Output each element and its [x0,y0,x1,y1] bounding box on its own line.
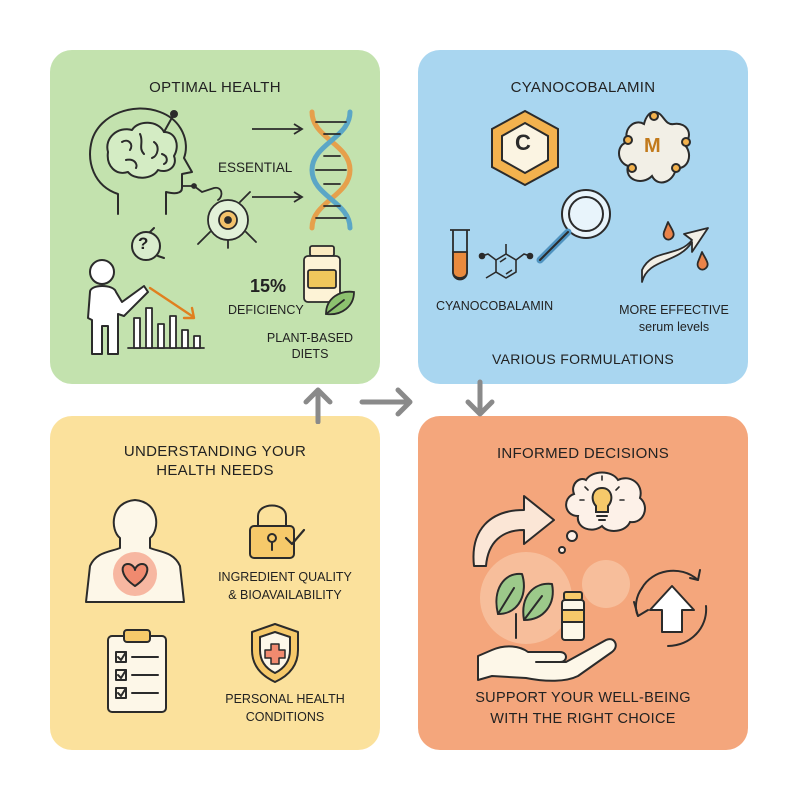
essential-label: ESSENTIAL [218,160,293,175]
formulations-label: VARIOUS FORMULATIONS [491,351,675,367]
deficiency-percent: 15% [250,276,287,296]
panel-title: UNDERSTANDING YOUR HEALTH NEEDS [123,443,307,479]
quality-label: INGREDIENT QUALITY & BIOAVAILABILITY [218,570,352,602]
deficiency-label: DEFICIENCY [228,303,304,317]
panel-informed-decisions: INFORMED DECISIONS SUPPORT YOUR [418,416,748,750]
curved-arrow-icon [466,490,558,570]
dna-icon [300,108,362,230]
arrow-right-icon [250,122,306,136]
plant-based-label: PLANT-BASED DIETS [266,331,354,361]
supplement-bottle-icon [302,244,342,304]
conditions-label: PERSONAL HEALTH CONDITIONS [225,692,345,724]
thought-lightbulb-icon [556,470,650,562]
arrow-right-icon [250,190,306,204]
hand-leaf-icon [476,552,630,686]
support-label: SUPPORT YOUR WELL-BEING WITH THE RIGHT C… [475,690,691,727]
rising-arrow-drops-icon [638,218,722,288]
molecule-m-icon [614,108,698,190]
cyanocobalamin-label: CYANOCOBALAMIN [436,299,554,313]
magnifier-icon [532,184,618,268]
shield-cross-icon [248,622,302,684]
panel-title: OPTIMAL HEALTH [149,79,281,96]
molecule-structure-icon [478,238,534,286]
neuron-icon [180,178,260,250]
brain-icon [78,102,198,217]
molecule-letter: M [644,135,661,157]
body-heart-icon [80,494,190,606]
arrow-up-connector-icon [303,387,333,424]
bar-chart-down-icon [126,284,206,352]
effective-label: MORE EFFECTIVE serum levels [619,303,729,334]
panel-cyanocobalamin: CYANOCOBALAMIN C M CYANOCOBALAMIN [418,50,748,384]
arrow-right-connector-icon [359,387,413,417]
person-question-icon [78,226,188,362]
arrow-down-connector-icon [465,379,495,417]
cycle-up-arrow-icon [628,562,716,652]
panel-title: CYANOCOBALAMIN [510,79,656,96]
checklist-clipboard-icon [104,628,170,714]
panel-title: INFORMED DECISIONS [496,445,670,462]
hexagon-c-icon [488,108,562,188]
leaf-icon [322,288,358,318]
panel-understanding-needs: UNDERSTANDING YOUR HEALTH NEEDS INGREDIE… [50,416,380,750]
padlock-check-icon [246,498,306,560]
hexagon-letter: C [515,130,531,155]
panel-optimal-health: OPTIMAL HEALTH ESSENTIAL ? [50,50,380,384]
test-tube-icon [448,228,472,284]
question-mark: ? [138,234,149,253]
